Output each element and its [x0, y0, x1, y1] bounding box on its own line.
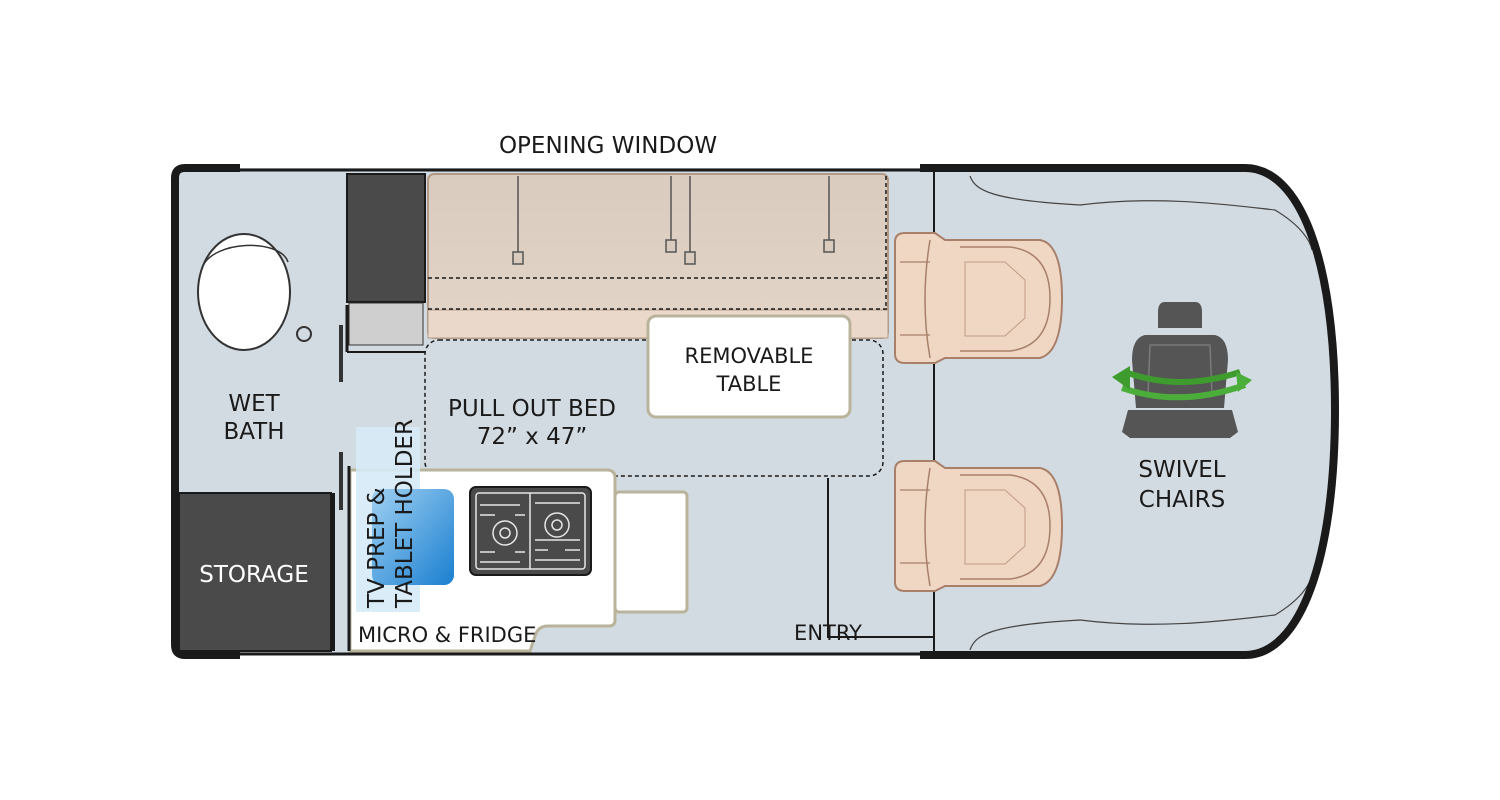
storage-label: STORAGE: [199, 562, 309, 588]
pull-out-bed-outline: [424, 339, 884, 477]
swivel-chairs-label-line2: CHAIRS: [1139, 487, 1225, 513]
sink-icon: [372, 489, 454, 585]
storage-cabinet: [178, 492, 332, 652]
entry-door-frame: [827, 478, 934, 638]
removable-table-label-line2: TABLE: [716, 372, 782, 396]
entry-label: ENTRY: [794, 621, 862, 645]
wardrobe-shelf: [348, 302, 424, 346]
cab-dash-top: [969, 175, 1313, 251]
wardrobe-cabinet: [346, 173, 426, 303]
removable-table: [646, 314, 852, 419]
swivel-arrow-icon: [1112, 366, 1252, 401]
swivel-chair-icon: [1122, 302, 1238, 438]
opening-window-label: OPENING WINDOW: [499, 133, 717, 159]
micro-fridge-label: MICRO & FRIDGE: [358, 623, 536, 647]
wet-bath-label-line1: WET: [228, 391, 280, 417]
tv-prep-label-line1: TV PREP &: [364, 487, 390, 609]
cooktop-icon: [469, 486, 592, 576]
counter-extension: [613, 490, 689, 614]
tv-prep-label-line2: TABLET HOLDER: [392, 419, 418, 609]
pull-out-bed-label-line1: PULL OUT BED: [448, 396, 616, 422]
removable-table-label-line1: REMOVABLE: [685, 344, 814, 368]
seatbelt-icons: [512, 176, 835, 265]
cab-wall: [920, 164, 1340, 659]
pull-out-bed-label-line2: 72” x 47”: [477, 424, 588, 450]
front-seat-bottom: [894, 460, 1064, 592]
toilet-icon: [197, 233, 312, 351]
front-seat-top: [894, 232, 1064, 364]
wet-bath-label-line2: BATH: [223, 419, 284, 445]
cab-dash-bottom: [969, 574, 1313, 651]
rear-wall: [171, 164, 240, 659]
swivel-chairs-label-line1: SWIVEL: [1138, 457, 1225, 483]
